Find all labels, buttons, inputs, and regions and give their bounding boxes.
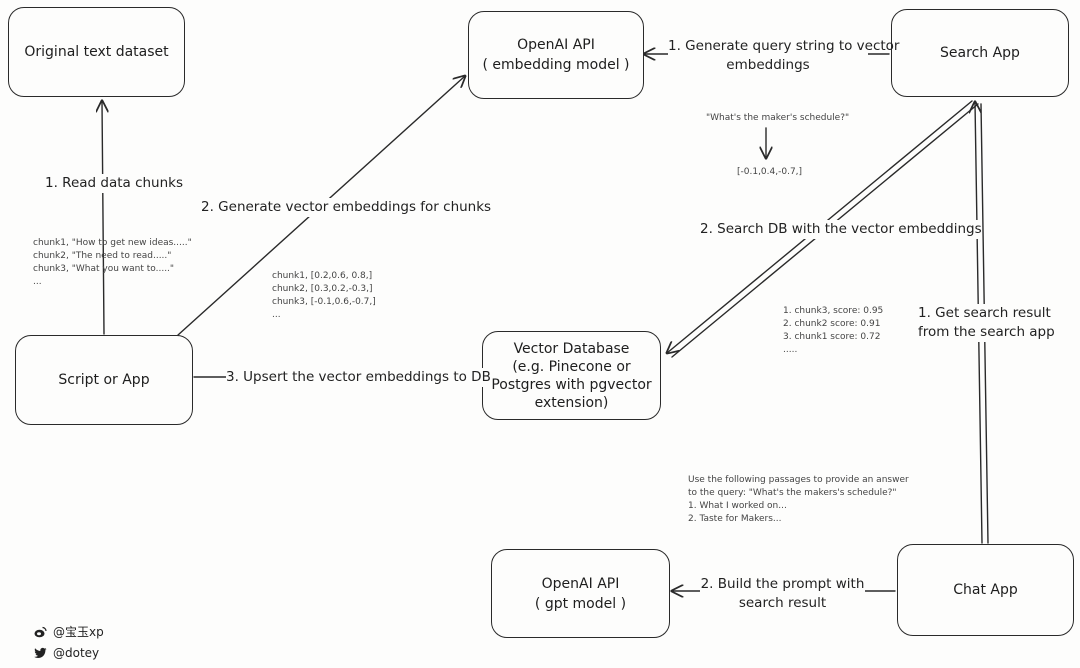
note-line: chunk1, [0.2,0.6, 0.8,] bbox=[272, 271, 373, 281]
edge-label-line: from the search app bbox=[918, 324, 1055, 340]
note-scores: 1. chunk3, score: 0.95 2. chunk2 score: … bbox=[783, 305, 883, 357]
credit-weibo: @宝玉xp bbox=[34, 624, 104, 640]
note-prompt: Use the following passages to provide an… bbox=[688, 474, 909, 526]
node-original-text-dataset: Original text dataset bbox=[8, 7, 185, 97]
edge-label-generate-chunk-embeddings: 2. Generate vector embeddings for chunks bbox=[201, 198, 492, 217]
edge-label-line: 2. Build the prompt with bbox=[700, 576, 865, 592]
node-label-line: ( gpt model ) bbox=[534, 595, 627, 612]
note-chunks-text: chunk1, "How to get new ideas....." chun… bbox=[33, 237, 192, 289]
node-label-line: (e.g. Pinecone or bbox=[512, 358, 631, 375]
node-label-line: Postgres with pgvector bbox=[491, 376, 652, 393]
edge-label-read-chunks: 1. Read data chunks bbox=[45, 174, 184, 193]
edge-label-line: 1. Generate query string to vector bbox=[668, 38, 900, 54]
edge-label-search-db: 2. Search DB with the vector embeddings bbox=[700, 220, 982, 239]
node-script-or-app: Script or App bbox=[15, 335, 193, 425]
note-line: 1. What I worked on... bbox=[688, 501, 787, 511]
credit-twitter: @dotey bbox=[34, 645, 99, 661]
node-vector-database: Vector Database (e.g. Pinecone or Postgr… bbox=[482, 331, 661, 420]
note-line: 2. chunk2 score: 0.91 bbox=[783, 319, 881, 329]
node-label-line: OpenAI API bbox=[541, 575, 620, 592]
note-line: ... bbox=[33, 277, 42, 287]
credit-weibo-handle: @宝玉xp bbox=[53, 625, 104, 639]
weibo-icon bbox=[34, 626, 47, 638]
note-line: chunk2, [0.3,0.2,-0.3,] bbox=[272, 284, 373, 294]
note-line: ..... bbox=[783, 345, 798, 355]
node-chat-app: Chat App bbox=[897, 544, 1074, 636]
node-openai-gpt: OpenAI API ( gpt model ) bbox=[491, 549, 670, 638]
note-line: chunk1, "How to get new ideas....." bbox=[33, 238, 192, 248]
node-openai-embedding: OpenAI API ( embedding model ) bbox=[468, 11, 644, 99]
edge-label-line: embeddings bbox=[726, 57, 810, 73]
node-label: Script or App bbox=[58, 372, 150, 388]
edge-label-query-to-embeddings: 1. Generate query string to vector embed… bbox=[668, 37, 900, 75]
note-line: chunk2, "The need to read....." bbox=[33, 251, 172, 261]
node-search-app: Search App bbox=[891, 9, 1069, 97]
note-line: chunk3, [-0.1,0.6,-0.7,] bbox=[272, 297, 376, 307]
node-label: Search App bbox=[940, 45, 1020, 61]
note-line: 1. chunk3, score: 0.95 bbox=[783, 306, 884, 316]
edge-label-upsert-embeddings: 3. Upsert the vector embeddings to DB bbox=[226, 368, 491, 387]
node-label: Chat App bbox=[953, 582, 1018, 598]
note-query-text: "What's the maker's schedule?" bbox=[706, 113, 850, 123]
note-line: to the query: "What's the makers's sched… bbox=[688, 488, 897, 498]
note-line: ... bbox=[272, 310, 281, 320]
twitter-icon bbox=[34, 647, 47, 659]
node-label-line: ( embedding model ) bbox=[482, 57, 630, 73]
node-label-line: OpenAI API bbox=[517, 37, 595, 53]
note-query-vector: [-0.1,0.4,-0.7,] bbox=[737, 167, 803, 177]
node-label-line: Vector Database bbox=[513, 340, 630, 357]
credit-twitter-handle: @dotey bbox=[53, 646, 100, 660]
edge-label-get-search-result: 1. Get search result from the search app bbox=[918, 304, 1055, 342]
edge-label-line: search result bbox=[738, 595, 827, 611]
arrow-script-to-dataset bbox=[102, 101, 104, 335]
edge-label-line: 1. Get search result bbox=[918, 305, 1051, 321]
note-line: 3. chunk1 score: 0.72 bbox=[783, 332, 881, 342]
note-chunks-vectors: chunk1, [0.2,0.6, 0.8,] chunk2, [0.3,0.2… bbox=[272, 270, 376, 322]
note-line: Use the following passages to provide an… bbox=[688, 475, 909, 485]
note-line: chunk3, "What you want to....." bbox=[33, 264, 175, 274]
node-label: Original text dataset bbox=[24, 44, 169, 60]
note-line: 2. Taste for Makers... bbox=[688, 514, 782, 524]
node-label-line: extension) bbox=[534, 394, 609, 411]
edge-label-build-prompt: 2. Build the prompt with search result bbox=[700, 575, 865, 613]
